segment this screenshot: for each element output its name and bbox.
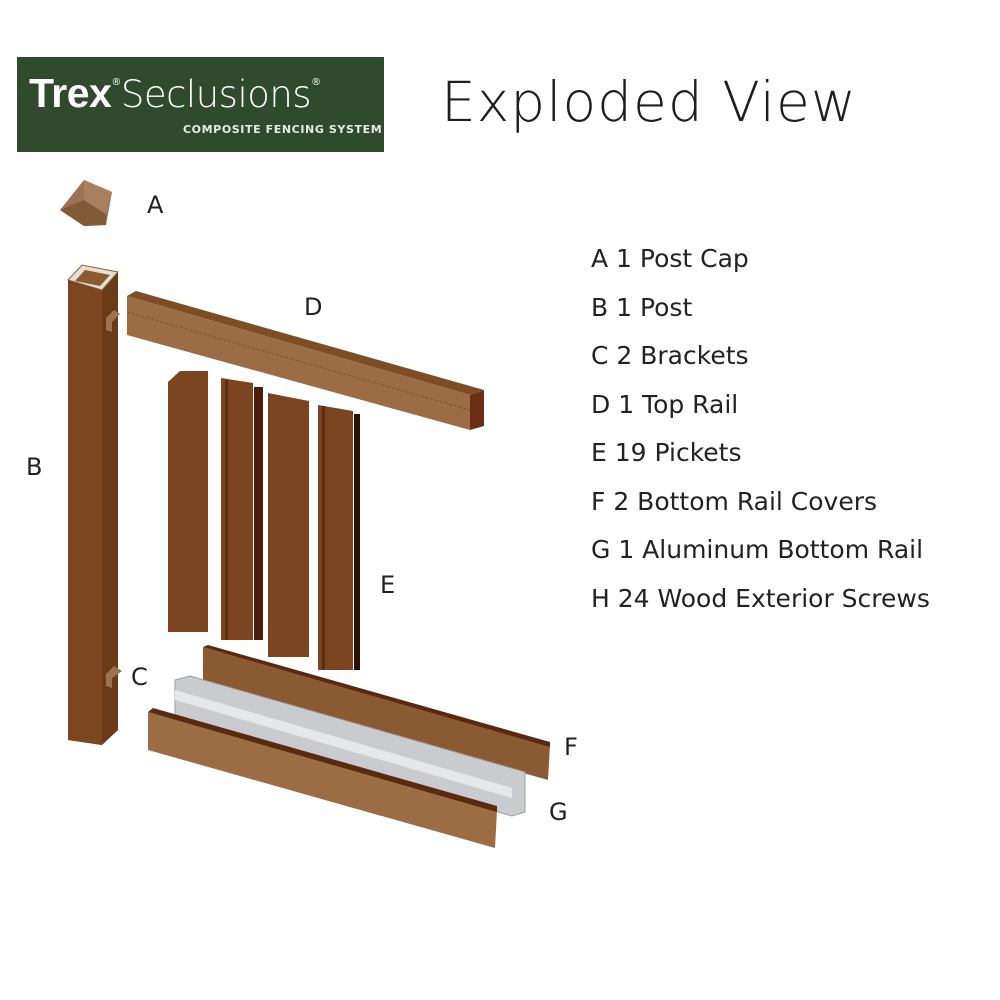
pickets-part [168,371,360,670]
parts-list: A 1 Post Cap B 1 Post C 2 Brackets D 1 T… [591,243,930,631]
page-title: Exploded View [441,70,857,134]
label-c: C [131,663,148,691]
label-g: G [549,798,568,826]
parts-list-item: G 1 Aluminum Bottom Rail [591,535,924,564]
parts-list-item: E 19 Pickets [591,438,742,467]
parts-list-item: C 2 Brackets [591,341,749,370]
post-cap-part [60,180,112,226]
logo-registered: ® [111,77,121,88]
parts-list-item: B 1 Post [591,292,693,322]
trex-seclusions-logo: Trex®Seclusions® COMPOSITE FENCING SYSTE… [17,57,384,152]
top-rail-part [126,291,484,430]
label-f: F [564,733,578,761]
logo-seclusions: Seclusions [120,73,312,116]
bracket-part [106,310,120,332]
bottom-rail-cover-part [148,708,497,848]
post-part [67,264,119,745]
logo-registered: ® [311,77,321,88]
label-a: A [147,191,164,219]
logo-wordmark: Trex®Seclusions® [29,69,321,117]
label-b: B [26,453,43,481]
bottom-rail-cover-part [203,645,550,780]
parts-list-item: D 1 Top Rail [591,389,739,419]
label-e: E [380,571,396,599]
bracket-part [106,666,122,688]
parts-list-item: F 2 Bottom Rail Covers [591,486,878,516]
logo-trex: Trex [29,70,112,116]
label-d: D [304,293,323,321]
parts-list-item: A 1 Post Cap [591,244,749,273]
parts-list-item: H 24 Wood Exterior Screws [591,583,930,613]
logo-tagline: COMPOSITE FENCING SYSTEM [183,123,383,136]
